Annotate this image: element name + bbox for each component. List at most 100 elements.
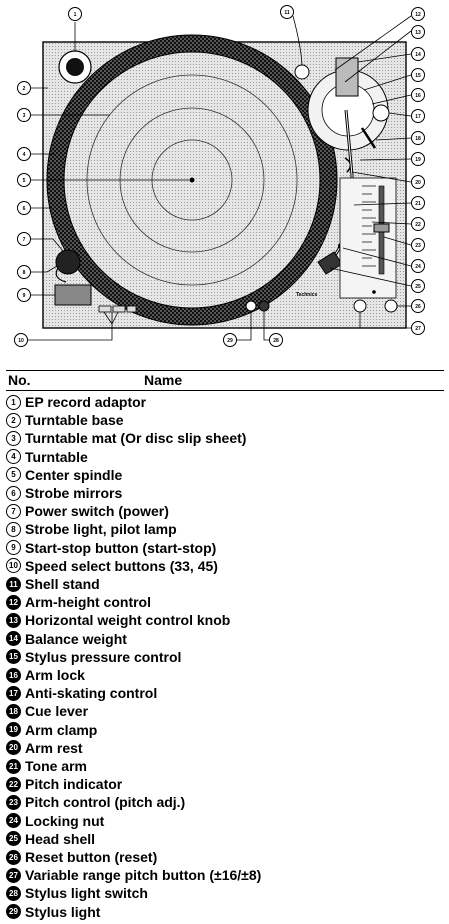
callout-26: 26 — [411, 299, 425, 313]
range-button[interactable] — [353, 299, 367, 313]
item-name: Arm lock — [25, 667, 85, 684]
callout-7: 7 — [17, 232, 31, 246]
callout-29: 29 — [223, 333, 237, 347]
callout-2: 2 — [17, 81, 31, 95]
callout-24: 24 — [411, 259, 425, 273]
callout-25: 25 — [411, 279, 425, 293]
item-number-badge: 20 — [6, 740, 21, 756]
item-number-badge: 10 — [6, 558, 21, 574]
svg-text:17: 17 — [415, 114, 421, 120]
svg-text:23: 23 — [415, 243, 421, 249]
callout-12: 12 — [411, 7, 425, 21]
balance-weight — [335, 57, 359, 97]
stylus-light — [245, 300, 257, 312]
callout-5: 5 — [17, 173, 31, 187]
item-name: Stylus light — [25, 903, 101, 920]
svg-text:18: 18 — [415, 136, 421, 142]
callout-21: 21 — [411, 196, 425, 210]
item-number-badge: 15 — [6, 649, 21, 665]
callout-28: 28 — [269, 333, 283, 347]
svg-text:4: 4 — [23, 152, 26, 158]
svg-text:12: 12 — [415, 12, 421, 18]
item-number-badge: 5 — [6, 467, 21, 483]
item-number-badge: 8 — [6, 522, 21, 538]
item-name: Pitch indicator — [25, 776, 123, 793]
power-switch[interactable] — [55, 249, 81, 275]
callout-group: 1 2 3 4 5 6 7 8 9 10 11 12 13 14 15 16 1… — [14, 5, 425, 347]
svg-text:21: 21 — [415, 201, 421, 207]
cue-lever[interactable] — [360, 127, 377, 149]
svg-text:25: 25 — [415, 284, 421, 290]
item-number-badge: 28 — [6, 886, 21, 902]
svg-text:15: 15 — [415, 73, 421, 79]
item-number-badge: 3 — [6, 431, 21, 446]
speed-button-33[interactable] — [98, 305, 112, 313]
start-stop-button[interactable] — [54, 284, 92, 306]
callout-14: 14 — [411, 47, 425, 61]
speed-button-extra[interactable] — [126, 305, 137, 313]
item-name: Horizontal weight control knob — [25, 612, 231, 629]
speed-button-45[interactable] — [112, 305, 126, 313]
list-item: 3 Turntable mat (Or disc slip sheet) — [6, 429, 444, 447]
item-name: Cue lever — [25, 703, 89, 720]
item-name: Strobe mirrors — [25, 485, 123, 502]
item-number-badge: 2 — [6, 412, 21, 428]
item-number-badge: 18 — [6, 704, 21, 720]
leader-lines — [28, 15, 412, 341]
item-number-badge: 29 — [6, 904, 21, 920]
strobe-light — [55, 267, 67, 283]
callout-13: 13 — [411, 25, 425, 39]
item-number-badge: 17 — [6, 685, 21, 701]
svg-text:8: 8 — [23, 270, 26, 276]
callout-16: 16 — [411, 88, 425, 102]
item-name: Turntable mat (Or disc slip sheet) — [25, 430, 247, 447]
svg-text:7: 7 — [23, 237, 26, 243]
pitch-slider-knob[interactable] — [373, 223, 390, 233]
svg-text:9: 9 — [23, 293, 26, 299]
item-number-badge: 27 — [6, 867, 21, 883]
anti-skating-dial[interactable] — [372, 104, 390, 122]
callout-17: 17 — [411, 109, 425, 123]
item-name: Turntable base — [25, 412, 124, 429]
item-name: Head shell — [25, 830, 96, 847]
callout-3: 3 — [17, 108, 31, 122]
svg-text:29: 29 — [227, 338, 233, 344]
parts-table-header: No. Name — [6, 370, 444, 391]
callout-22: 22 — [411, 217, 425, 231]
item-name: Tone arm — [25, 758, 87, 775]
svg-text:28: 28 — [273, 338, 279, 344]
item-number-badge: 25 — [6, 831, 21, 847]
item-name: Arm clamp — [25, 721, 98, 738]
svg-text:16: 16 — [415, 93, 421, 99]
callout-1: 1 — [68, 7, 82, 21]
callout-11: 11 — [280, 5, 294, 19]
pitch-led — [372, 290, 376, 294]
item-number-badge: 13 — [6, 613, 21, 629]
svg-text:2: 2 — [23, 86, 26, 92]
callout-18: 18 — [411, 131, 425, 145]
stylus-light-switch[interactable] — [258, 300, 270, 312]
item-number-badge: 6 — [6, 485, 21, 501]
item-name: Speed select buttons (33, 45) — [25, 557, 218, 574]
ep-adaptor-core — [66, 58, 84, 76]
callout-6: 6 — [17, 201, 31, 215]
callout-8: 8 — [17, 265, 31, 279]
item-number-badge: 19 — [6, 722, 21, 738]
item-name: Turntable — [25, 448, 88, 465]
item-name: Arm rest — [25, 739, 83, 756]
item-number-badge: 7 — [6, 503, 21, 519]
reset-button[interactable] — [384, 299, 398, 313]
